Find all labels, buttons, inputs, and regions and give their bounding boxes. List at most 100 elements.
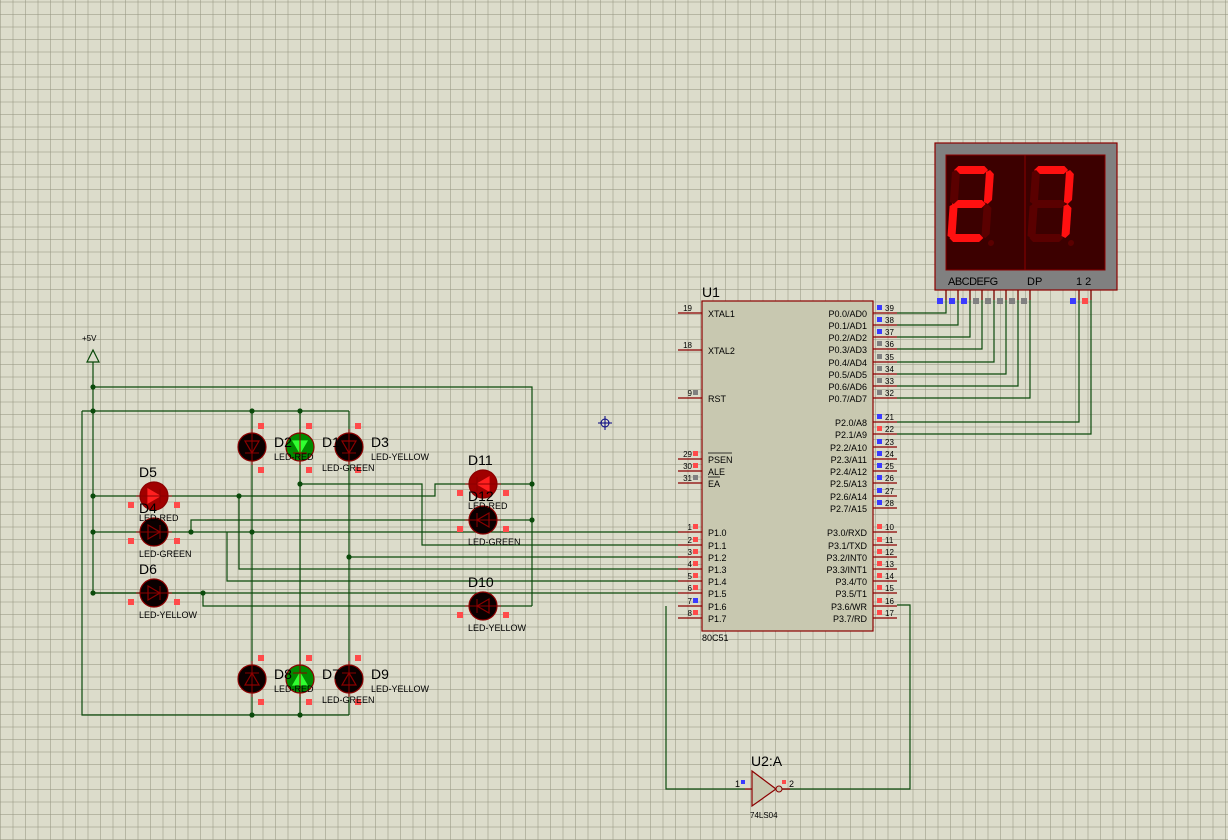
led-d6[interactable] xyxy=(128,578,180,608)
display-pin xyxy=(1009,298,1015,304)
display-pin xyxy=(985,298,991,304)
junction-dot xyxy=(297,408,303,414)
seven-segment-display[interactable]: ABCDEFG DP 1 2 xyxy=(934,142,1118,304)
pin-p17[interactable]: 8P1.7 xyxy=(678,609,727,624)
pin-number: 26 xyxy=(885,474,894,483)
inverter-pin-in: 1 xyxy=(735,779,740,789)
pin-number: 30 xyxy=(683,462,692,471)
pin-label: EA xyxy=(708,479,720,489)
pin-label: P1.7 xyxy=(708,614,727,624)
power-label: +5V xyxy=(82,334,97,343)
common-labels: 1 2 xyxy=(1076,276,1091,288)
led-d3[interactable] xyxy=(334,423,364,473)
pin-number: 3 xyxy=(688,548,693,557)
pin-label: P3.2/INT0 xyxy=(826,553,867,563)
pin-label: P2.4/A12 xyxy=(830,467,867,477)
led-d10[interactable] xyxy=(457,591,509,621)
pin-label: P3.7/RD xyxy=(833,614,868,624)
pin-p12[interactable]: 3P1.2 xyxy=(678,548,727,563)
pin-p13[interactable]: 4P1.3 xyxy=(678,560,727,575)
led-d9[interactable] xyxy=(334,655,364,705)
diode-icon xyxy=(465,475,501,493)
junction-dot xyxy=(249,408,255,414)
inverter-u2a[interactable]: U2:A 1 2 74LS04 xyxy=(735,753,794,820)
chip-ref: U1 xyxy=(702,284,720,300)
led-d4[interactable] xyxy=(128,517,180,547)
led-d2[interactable] xyxy=(237,423,267,473)
pin-label: P2.5/A13 xyxy=(830,479,867,489)
segment-d xyxy=(1029,234,1064,242)
led-ref: D1 xyxy=(322,434,340,450)
led-d1[interactable] xyxy=(285,423,315,473)
inverter-pin-out: 2 xyxy=(789,779,794,789)
pin-number: 37 xyxy=(885,328,894,337)
pin-number: 34 xyxy=(885,365,894,374)
led-d8[interactable] xyxy=(237,655,267,705)
pin-p10[interactable]: 1P1.0 xyxy=(678,523,727,538)
pin-number: 2 xyxy=(688,536,693,545)
pin-label: P1.4 xyxy=(708,577,727,587)
inverter-part: 74LS04 xyxy=(750,811,778,820)
digit-2 xyxy=(1027,166,1075,246)
pin-label: P3.4/T0 xyxy=(835,577,867,587)
pin-p16[interactable]: 7P1.6 xyxy=(678,597,727,612)
pin-number: 29 xyxy=(683,450,692,459)
led-type: LED-RED xyxy=(274,684,314,694)
led-d11[interactable] xyxy=(457,469,509,499)
led-type: LED-RED xyxy=(139,513,179,523)
led-type: LED-RED xyxy=(468,501,508,511)
pin-label: P0.7/AD7 xyxy=(828,394,867,404)
led-d7[interactable] xyxy=(285,655,315,705)
junction-dot xyxy=(90,493,96,499)
led-ref: D8 xyxy=(274,666,292,682)
wires xyxy=(81,290,1092,790)
junction-dot xyxy=(200,590,206,596)
pin-p14[interactable]: 5P1.4 xyxy=(678,572,727,587)
led-type: LED-YELLOW xyxy=(371,452,430,462)
crosshair-cursor-icon xyxy=(598,416,612,430)
pin-label: P0.2/AD2 xyxy=(828,333,867,343)
led-d5[interactable] xyxy=(128,481,180,511)
diode-icon xyxy=(243,429,261,465)
pin-label: P0.4/AD4 xyxy=(828,358,867,368)
pin-p11[interactable]: 2P1.1 xyxy=(678,536,727,551)
segment-g xyxy=(951,200,986,208)
junction-dot xyxy=(188,529,194,535)
led-d12[interactable] xyxy=(457,505,509,535)
power-terminal[interactable]: +5V xyxy=(82,334,100,363)
pin-number: 5 xyxy=(688,572,693,581)
pin-p15[interactable]: 6P1.5 xyxy=(678,584,727,599)
microcontroller-u1[interactable]: U1 80C51 19XTAL118XTAL29RST29PSEN30ALE31… xyxy=(678,284,897,643)
